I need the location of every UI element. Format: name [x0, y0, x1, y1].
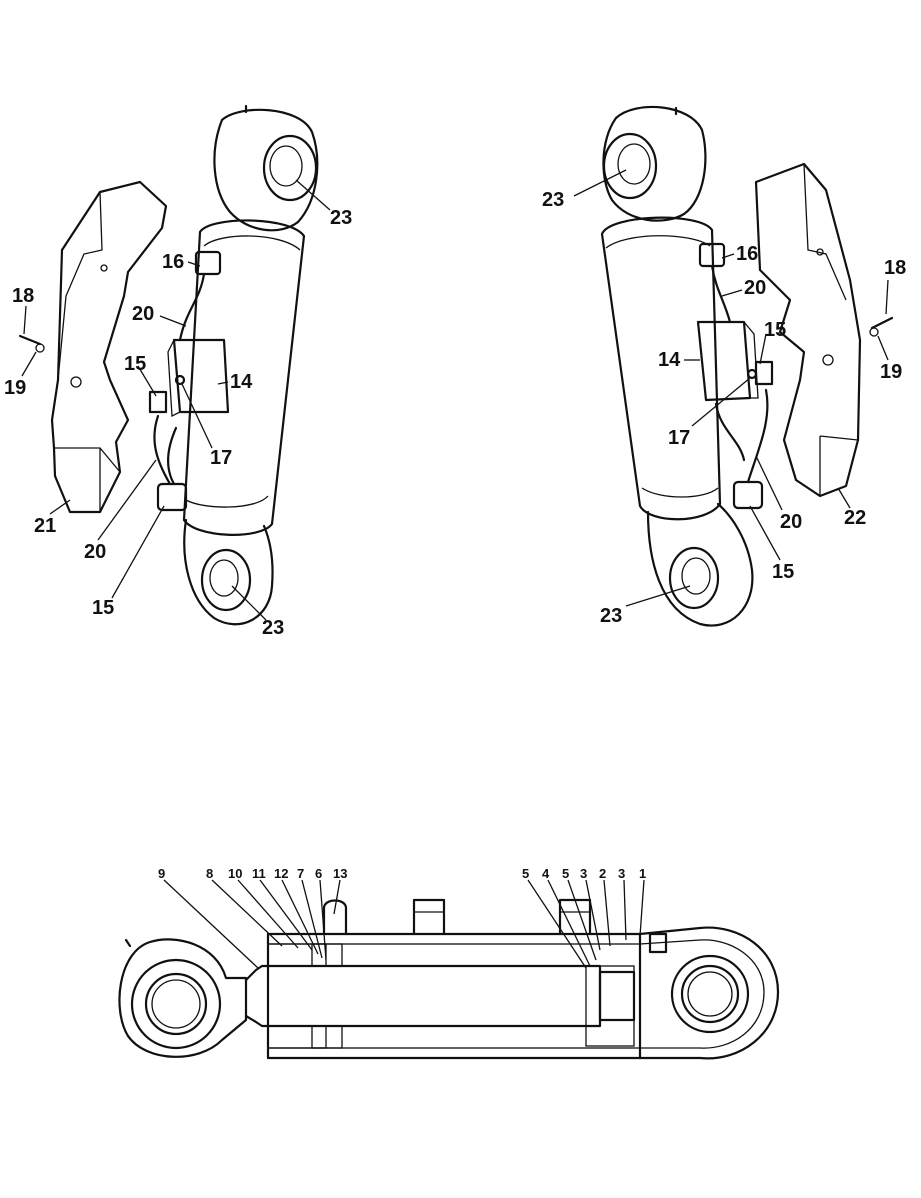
callout-20: 20 — [780, 511, 802, 533]
callout-7: 7 — [297, 866, 304, 881]
callout-4: 4 — [542, 866, 550, 881]
left-view-labels: 23 16 20 15 14 17 18 19 21 20 15 23 — [4, 207, 352, 639]
callout-13: 13 — [333, 866, 347, 881]
callout-14: 14 — [658, 349, 681, 371]
callout-3: 3 — [618, 866, 625, 881]
callout-19: 19 — [880, 361, 902, 383]
left-cylinder-assembly — [18, 104, 319, 626]
callout-20: 20 — [132, 303, 154, 325]
callout-11: 11 — [252, 866, 266, 881]
callout-15: 15 — [764, 319, 786, 341]
callout-2: 2 — [599, 866, 606, 881]
callout-17: 17 — [668, 427, 690, 449]
callout-3: 3 — [580, 866, 587, 881]
right-cylinder-assembly — [600, 105, 894, 627]
callout-18: 18 — [12, 285, 34, 307]
callout-6: 6 — [315, 866, 322, 881]
callout-23: 23 — [330, 207, 352, 229]
callout-15: 15 — [124, 353, 146, 375]
callout-1: 1 — [639, 866, 646, 881]
callout-23: 23 — [600, 605, 622, 627]
callout-9: 9 — [158, 866, 165, 881]
callout-14: 14 — [230, 371, 253, 393]
callout-21: 21 — [34, 515, 56, 537]
callout-5: 5 — [562, 866, 569, 881]
callout-23: 23 — [542, 189, 564, 211]
callout-20: 20 — [744, 277, 766, 299]
section-view-labels: 9 8 10 11 12 7 6 13 5 4 5 3 2 3 1 — [158, 866, 646, 881]
callout-16: 16 — [162, 251, 184, 273]
callout-12: 12 — [274, 866, 288, 881]
callout-15: 15 — [92, 597, 114, 619]
callout-8: 8 — [206, 866, 213, 881]
callout-15: 15 — [772, 561, 794, 583]
callout-23: 23 — [262, 617, 284, 639]
cylinder-section-view — [118, 898, 780, 1060]
callout-5: 5 — [522, 866, 529, 881]
right-view-labels: 23 16 20 15 14 17 18 19 22 20 15 23 — [542, 189, 906, 627]
callout-16: 16 — [736, 243, 758, 265]
callout-20: 20 — [84, 541, 106, 563]
callout-17: 17 — [210, 447, 232, 469]
callout-10: 10 — [228, 866, 242, 881]
leader-lines — [21, 169, 889, 969]
callout-19: 19 — [4, 377, 26, 399]
callout-22: 22 — [844, 507, 866, 529]
callout-18: 18 — [884, 257, 906, 279]
